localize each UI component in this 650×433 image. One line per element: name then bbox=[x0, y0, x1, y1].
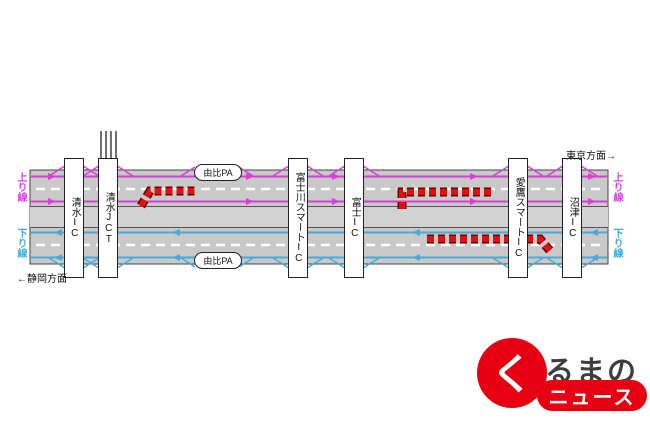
ic-label: 清水JCT bbox=[103, 191, 115, 245]
ic-box-fuji-ic: 富士IC bbox=[344, 158, 364, 278]
logo-ku-glyph: く bbox=[490, 350, 533, 398]
pa-label-yui-down: 由比PA bbox=[194, 252, 242, 269]
pa-label-yui-up: 由比PA bbox=[194, 164, 242, 181]
logo-kuruma-news: るまの ニュース く bbox=[470, 332, 650, 422]
down-line-label-right: 下り線 bbox=[611, 228, 622, 258]
direction-label-tokyo: 東京方面→ bbox=[566, 151, 616, 162]
ic-box-numazu-ic: 沼津IC bbox=[562, 158, 582, 278]
ic-box-fujikawa-smart-ic: 富士川スマートIC bbox=[288, 158, 308, 278]
up-line-label-left: 上り線 bbox=[15, 172, 26, 202]
logo-news-badge: ニュース bbox=[537, 380, 647, 411]
jct-branch-lines bbox=[100, 131, 117, 159]
ic-label: 富士川スマートIC bbox=[293, 172, 305, 264]
direction-label-shizuoka: ←静岡方面 bbox=[17, 274, 67, 285]
down-line-label-left: 下り線 bbox=[15, 228, 26, 258]
ic-box-shimizu-ic: 清水IC bbox=[64, 158, 84, 278]
up-line-label-right: 上り線 bbox=[611, 172, 622, 202]
logo-circle: く bbox=[477, 338, 547, 408]
ic-label: 富士IC bbox=[349, 197, 361, 239]
ic-label: 沼津IC bbox=[567, 197, 579, 239]
ic-box-shimizu-jct: 清水JCT bbox=[98, 158, 118, 278]
congestion-segments bbox=[137, 186, 555, 255]
ic-label: 清水IC bbox=[69, 197, 81, 239]
ic-box-ashitaka-smart-ic: 愛鷹スマートIC bbox=[508, 158, 528, 278]
up-line-arrows bbox=[48, 173, 596, 205]
ic-label: 愛鷹スマートIC bbox=[513, 177, 525, 259]
